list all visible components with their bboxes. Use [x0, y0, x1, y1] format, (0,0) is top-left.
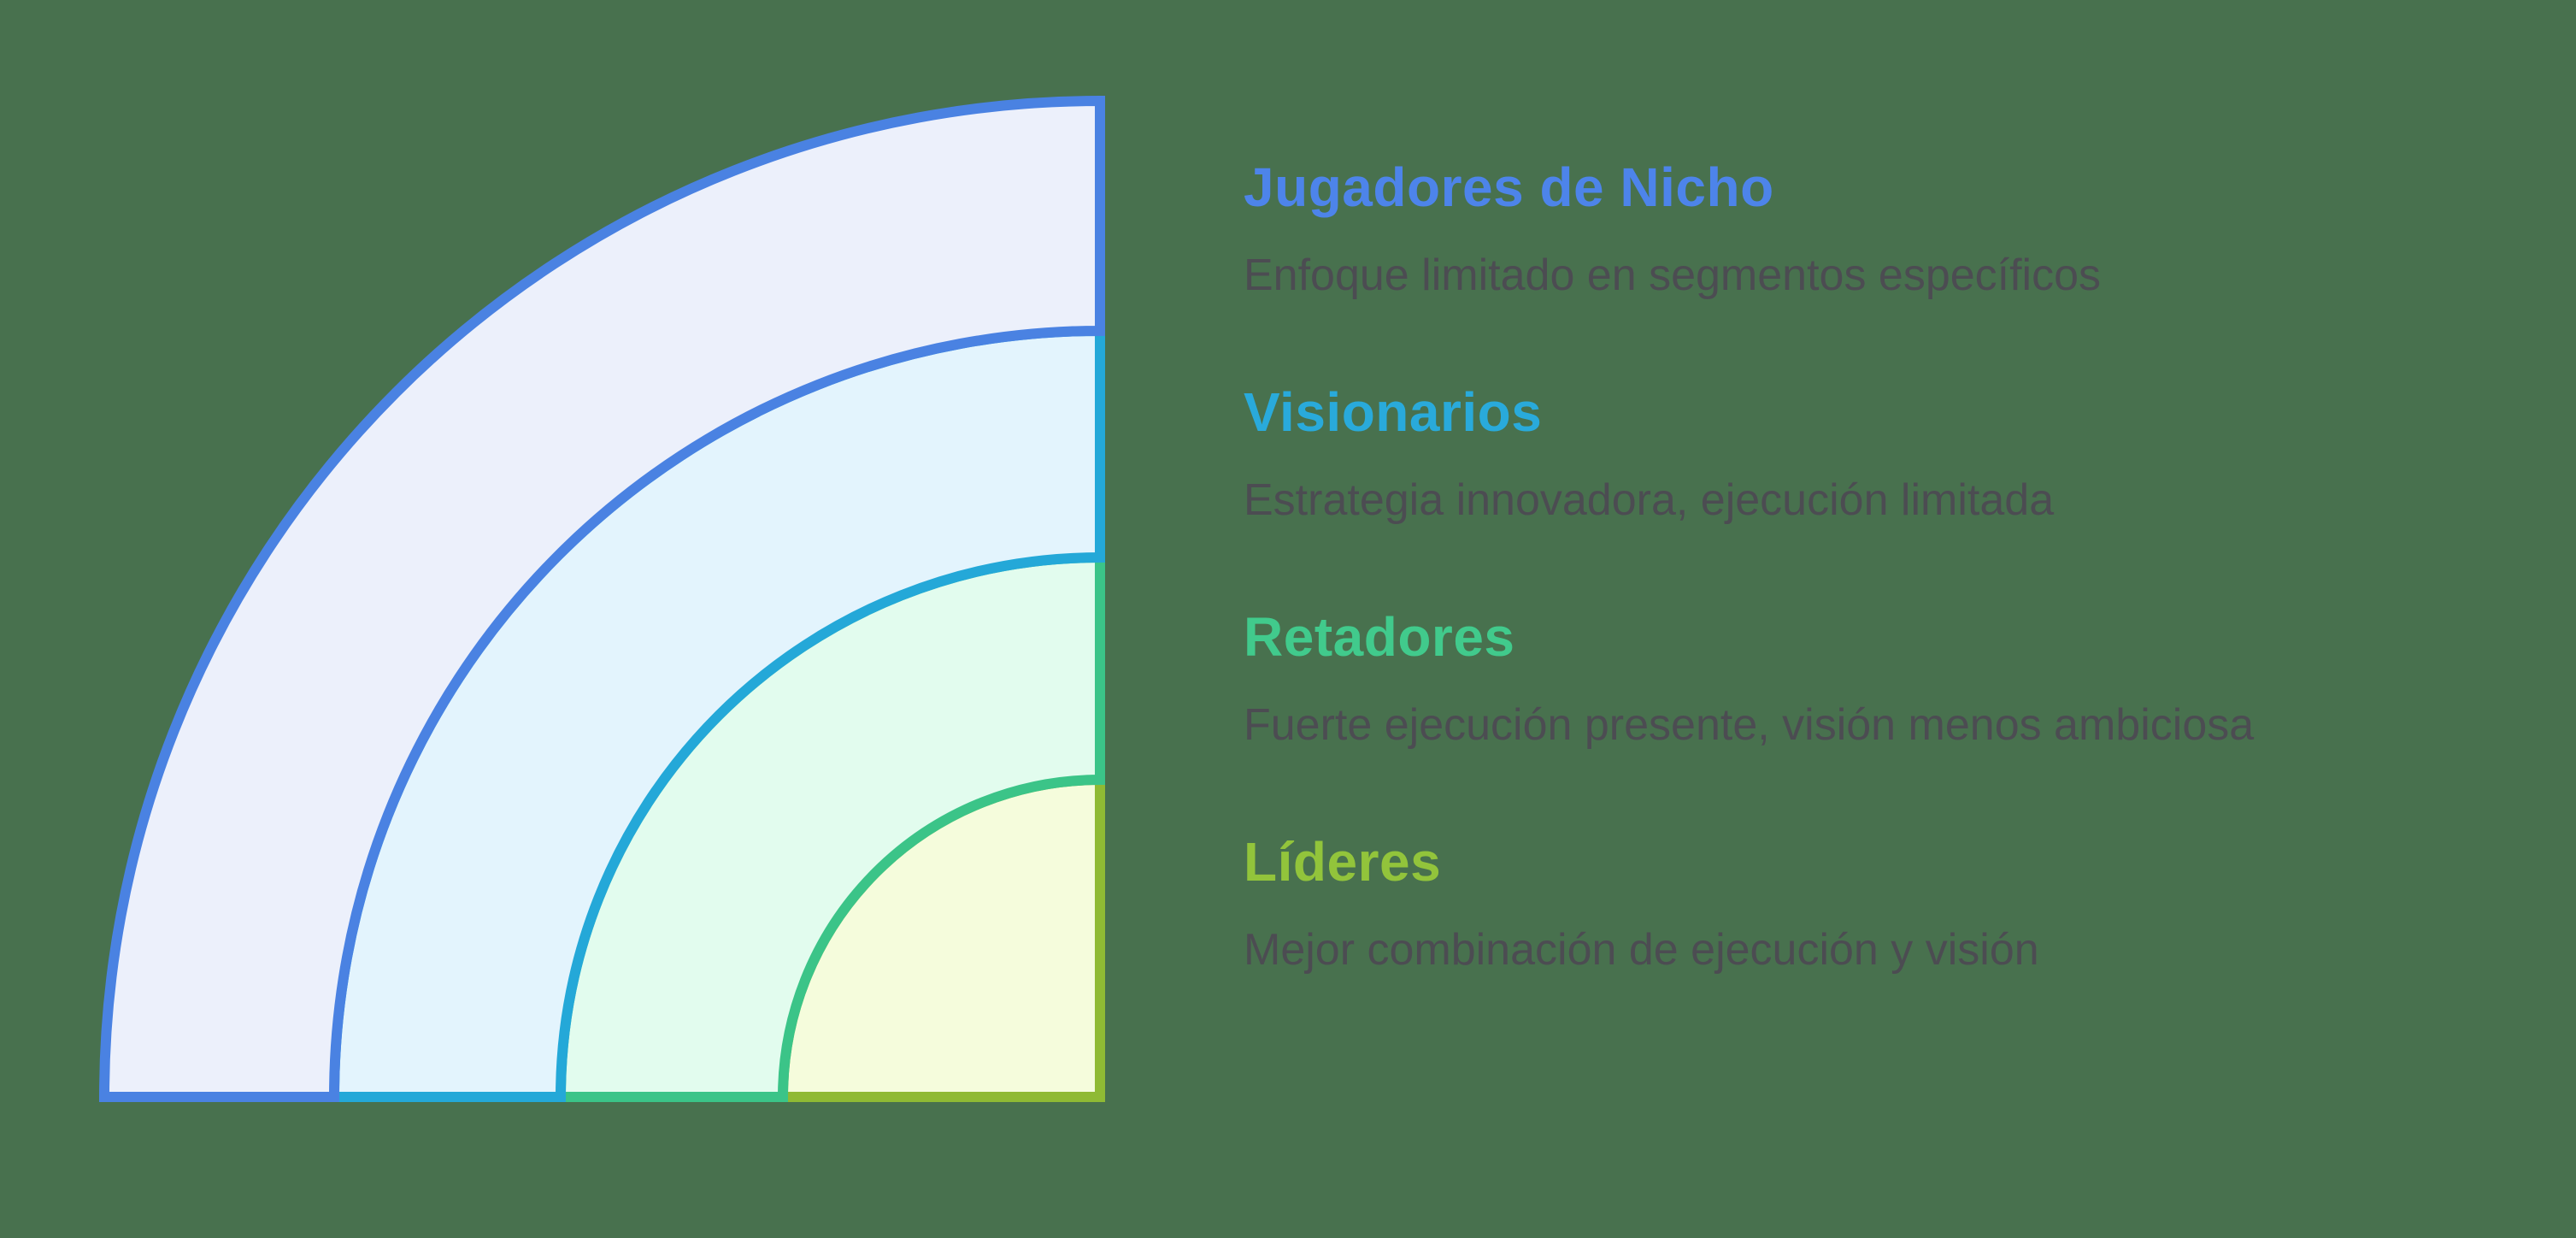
legend-list: Jugadores de Nicho Enfoque limitado en s… [1244, 156, 2543, 1055]
legend-item-niche-players: Jugadores de Nicho Enfoque limitado en s… [1244, 156, 2543, 304]
legend-title-niche-players: Jugadores de Nicho [1244, 156, 1774, 218]
legend-description-leaders: Mejor combinación de ejecución y visión [1244, 925, 2039, 975]
legend-description-challengers: Fuerte ejecución presente, visión menos … [1244, 700, 2255, 750]
legend-description-niche-players: Enfoque limitado en segmentos específico… [1244, 251, 2102, 300]
legend-title-visionaries: Visionarios [1244, 381, 1543, 443]
legend-title-challengers: Retadores [1244, 606, 1515, 668]
legend-item-leaders: Líderes Mejor combinación de ejecución y… [1244, 830, 2543, 978]
legend-title-leaders: Líderes [1244, 831, 1442, 893]
legend-item-visionaries: Visionarios Estrategia innovadora, ejecu… [1244, 380, 2543, 528]
legend-description-visionaries: Estrategia innovadora, ejecución limitad… [1244, 475, 2055, 525]
ring-niche-players [98, 95, 1105, 1102]
legend-item-challengers: Retadores Fuerte ejecución presente, vis… [1244, 605, 2543, 753]
